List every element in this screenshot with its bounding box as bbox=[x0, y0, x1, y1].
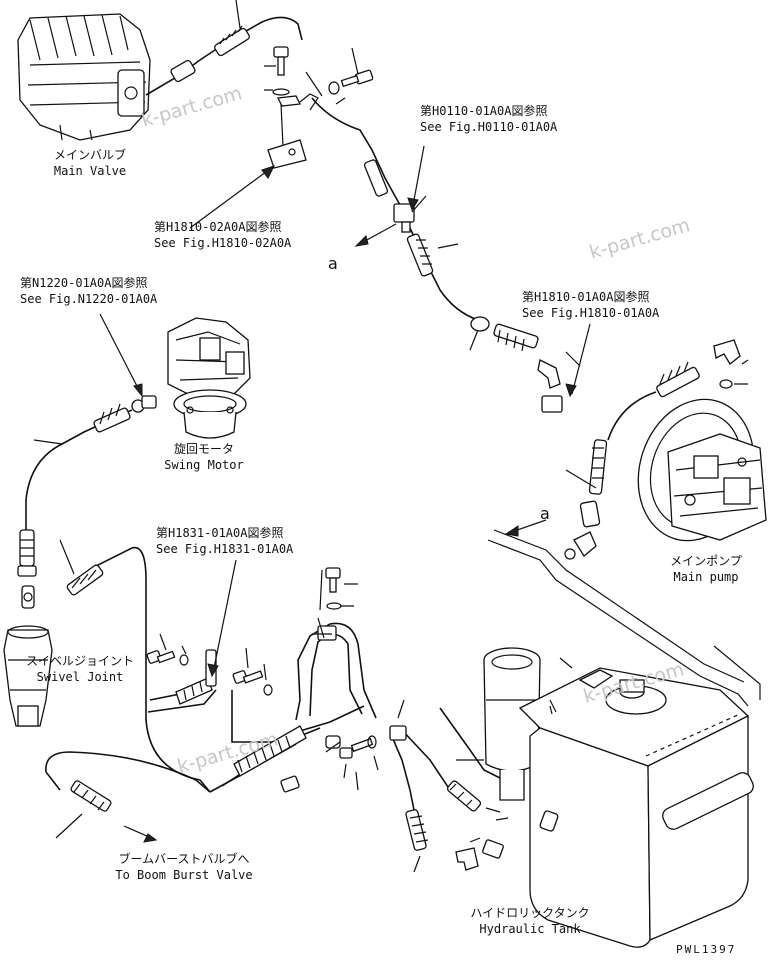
boom-burst-label-jp: ブームバーストバルブへ bbox=[118, 852, 250, 866]
main-valve-label-en: Main Valve bbox=[53, 164, 127, 178]
leader-h1810-02 bbox=[189, 165, 275, 229]
bolts-lower-left bbox=[146, 567, 379, 791]
arrow-to-boom-burst bbox=[123, 825, 158, 843]
ref-h1831-jp: 第H1831-01A0A図参照 bbox=[156, 526, 284, 540]
hose-lower-loop bbox=[45, 751, 211, 793]
swivel-hose-fitting bbox=[59, 539, 104, 596]
tee-fitting bbox=[363, 159, 434, 277]
pump-pipe-outline-outer bbox=[487, 539, 749, 707]
leader-small bbox=[305, 71, 323, 97]
swing-motor-drawing bbox=[167, 317, 251, 439]
leader-n1220 bbox=[99, 313, 141, 393]
hydraulic-tank-drawing bbox=[518, 657, 754, 948]
ref-h1810-02-en: See Fig.H1810-02A0A bbox=[154, 236, 292, 250]
hose-fitting-upper bbox=[170, 25, 250, 83]
leader-h0110 bbox=[411, 195, 427, 213]
main-pump-label-jp: メインポンプ bbox=[670, 554, 742, 568]
ref-h0110-en: See Fig.H0110-01A0A bbox=[420, 120, 558, 134]
hydraulic-tank-label-en: Hydraulic Tank bbox=[479, 922, 581, 936]
swing-motor-label-jp: 旋回モータ bbox=[173, 442, 235, 456]
marker-a-arrow-lower bbox=[504, 519, 547, 537]
main-valve-label-jp: メインバルブ bbox=[53, 148, 127, 162]
ref-h1810-02-jp: 第H1810-02A0A図参照 bbox=[154, 220, 282, 234]
boom-hose-fitting bbox=[55, 780, 112, 839]
ref-h1810-01-en: See Fig.H1810-01A0A bbox=[522, 306, 660, 320]
ref-n1220-en: See Fig.N1220-01A0A bbox=[20, 292, 158, 306]
ref-n1220-jp: 第N1220-01A0A図参照 bbox=[20, 276, 148, 290]
swivel-joint-label-en: Swivel Joint bbox=[36, 670, 124, 684]
hose-main-valve-upper bbox=[145, 16, 303, 96]
swing-motor-hose bbox=[17, 395, 157, 577]
bracket-bolt-assembly bbox=[264, 46, 319, 169]
swivel-joint-label-jp: スイベルジョイント bbox=[25, 654, 135, 668]
leader-h1831 bbox=[213, 559, 237, 669]
ref-h1831-en: See Fig.H1831-01A0A bbox=[156, 542, 294, 556]
drawing-code: PWL1397 bbox=[676, 943, 737, 956]
ref-h1810-01-jp: 第H1810-01A0A図参照 bbox=[522, 290, 650, 304]
main-pump-label-en: Main pump bbox=[673, 570, 739, 584]
leader-top bbox=[235, 0, 241, 29]
small-bolt-right bbox=[328, 47, 374, 105]
leader-h1810-01 bbox=[571, 323, 591, 395]
marker-a-lower: a bbox=[540, 504, 550, 523]
pump-hoses bbox=[564, 339, 749, 560]
marker-a-upper: a bbox=[328, 254, 338, 273]
main-valve-drawing bbox=[17, 13, 151, 141]
hydraulic-tank-label-jp: ハイドロリックタンク bbox=[470, 906, 590, 920]
tank-hoses bbox=[389, 699, 509, 873]
tube-assembly-h1831 bbox=[147, 569, 377, 793]
swivel-joint-drawing bbox=[3, 585, 53, 727]
leader-h0110-label bbox=[413, 145, 425, 201]
pipe-edge bbox=[713, 645, 761, 700]
clamp-and-elbow bbox=[469, 316, 581, 413]
marker-a-arrow-upper bbox=[354, 223, 397, 247]
leader-hose bbox=[437, 243, 459, 249]
swing-motor-label-en: Swing Motor bbox=[164, 458, 244, 472]
line-filter-drawing bbox=[456, 647, 541, 801]
main-pump-drawing bbox=[637, 398, 767, 542]
pump-pipe-outline-inner bbox=[493, 529, 745, 683]
ref-h0110-jp: 第H0110-01A0A図参照 bbox=[420, 104, 548, 118]
boom-burst-label-en: To Boom Burst Valve bbox=[115, 868, 253, 882]
